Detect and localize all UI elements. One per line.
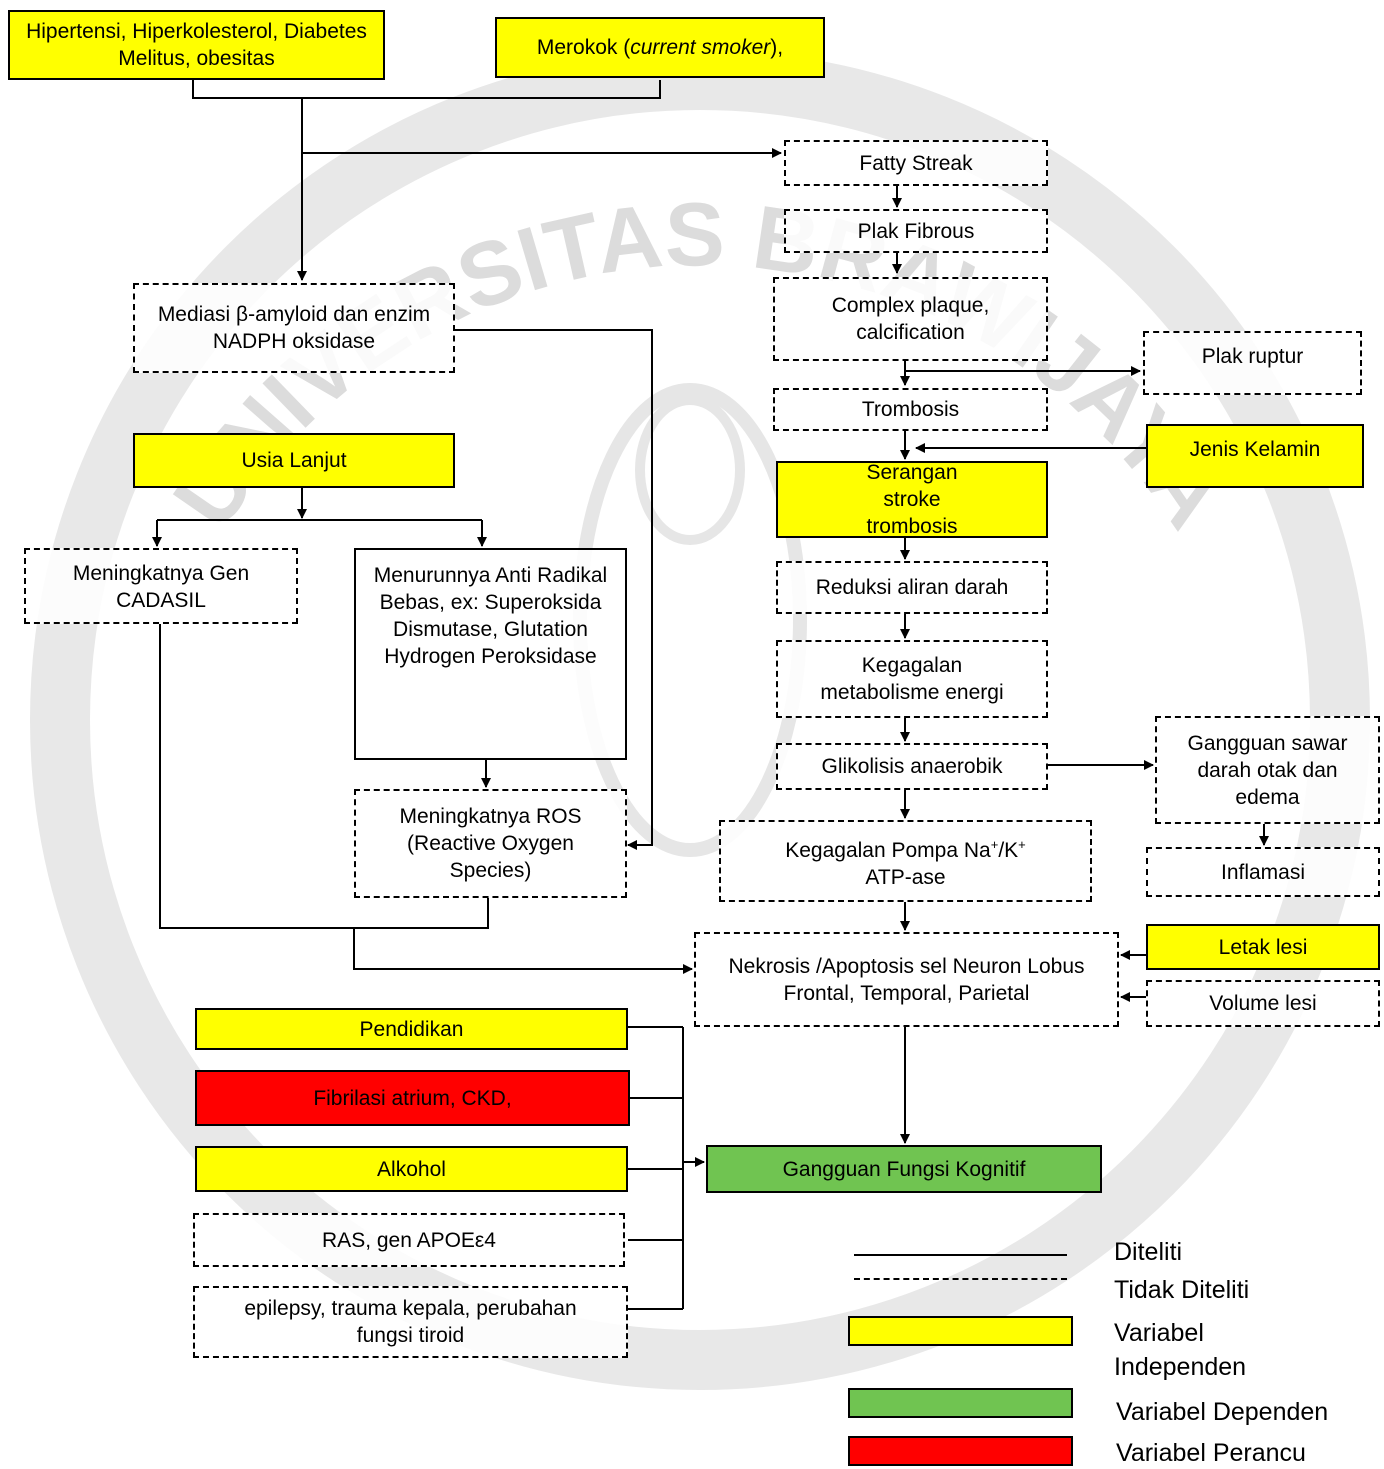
box-serangan-stroke: Serangan stroke trombosis	[776, 461, 1048, 538]
fibrilasi-label: Fibrilasi atrium, CKD,	[313, 1086, 512, 1110]
complex-plaque-label: Complex plaque, calcification	[831, 294, 990, 344]
box-merokok-label: Merokok (current smoker),	[537, 34, 783, 61]
pendidikan-label: Pendidikan	[359, 1017, 464, 1041]
gangguan-kognitif-label: Gangguan Fungsi Kognitif	[782, 1157, 1026, 1181]
box-epilepsy: epilepsy, trauma kepala, perubahan fungs…	[193, 1286, 628, 1358]
ras-apoe-label: RAS, gen APOEε4	[322, 1228, 496, 1252]
box-gangguan-sawar: Gangguan sawar darah otak dan edema	[1155, 716, 1380, 824]
alkohol-label: Alkohol	[377, 1157, 446, 1181]
box-hipertensi-label: Hipertensi, Hiperkolesterol, Diabetes Me…	[26, 20, 367, 70]
box-anti-radikal: Menurunnya Anti Radikal Bebas, ex: Super…	[354, 548, 627, 760]
box-ras-apoe: RAS, gen APOEε4	[193, 1213, 625, 1267]
merokok-text-end: ),	[770, 36, 784, 59]
legend-independen: Variabel Independen	[1114, 1319, 1247, 1381]
usia-lanjut-label: Usia Lanjut	[241, 449, 347, 472]
glikolisis-label: Glikolisis anaerobik	[821, 755, 1003, 778]
anti-radikal-label: Menurunnya Anti Radikal Bebas, ex: Super…	[373, 564, 608, 668]
legend-solid-line	[854, 1254, 1067, 1256]
box-ros: Meningkatnya ROS (Reactive Oxygen Specie…	[354, 789, 627, 898]
box-alkohol: Alkohol	[195, 1146, 628, 1192]
box-reduksi-aliran: Reduksi aliran darah	[776, 561, 1048, 614]
box-trombosis: Trombosis	[773, 388, 1048, 431]
legend-tidak-diteliti: Tidak Diteliti	[1114, 1276, 1250, 1304]
legend-dashed-line	[854, 1278, 1067, 1280]
ros-label: Meningkatnya ROS (Reactive Oxygen Specie…	[399, 805, 582, 882]
merokok-text: Merokok (	[536, 36, 631, 59]
plak-fibrous-label: Plak Fibrous	[857, 219, 975, 243]
box-fibrilasi: Fibrilasi atrium, CKD,	[195, 1070, 630, 1126]
fatty-streak-label: Fatty Streak	[859, 151, 973, 175]
box-gangguan-kognitif: Gangguan Fungsi Kognitif	[706, 1145, 1102, 1193]
legend-dependen: Variabel Dependen	[1116, 1398, 1329, 1426]
mediasi-label: Mediasi β-amyloid dan enzim NADPH oksida…	[157, 303, 431, 353]
box-complex-plaque: Complex plaque, calcification	[773, 277, 1048, 361]
reduksi-aliran-label: Reduksi aliran darah	[815, 576, 1009, 599]
box-glikolisis: Glikolisis anaerobik	[776, 743, 1048, 790]
box-nekrosis: Nekrosis /Apoptosis sel Neuron Lobus Fro…	[694, 932, 1119, 1027]
legend-diteliti: Diteliti	[1114, 1238, 1183, 1266]
box-pompa-na-k: Kegagalan Pompa Na+/K+ ATP-ase	[719, 820, 1092, 902]
gen-cadasil-label: Meningkatnya Gen CADASIL	[72, 562, 250, 612]
box-inflamasi: Inflamasi	[1146, 847, 1380, 897]
box-jenis-kelamin: Jenis Kelamin	[1146, 424, 1364, 488]
pompa-label-line1: Kegagalan Pompa Na+/K+	[785, 837, 1026, 862]
trombosis-label: Trombosis	[861, 398, 960, 421]
legend-red-swatch	[848, 1436, 1073, 1466]
legend-yellow-swatch	[848, 1316, 1073, 1346]
serangan-stroke-label: Serangan stroke trombosis	[866, 461, 958, 538]
box-merokok: Merokok (current smoker),	[495, 17, 825, 78]
box-plak-fibrous: Plak Fibrous	[784, 209, 1048, 253]
box-volume-lesi: Volume lesi	[1146, 980, 1380, 1027]
box-usia-lanjut: Usia Lanjut	[133, 433, 455, 488]
box-mediasi: Mediasi β-amyloid dan enzim NADPH oksida…	[133, 283, 455, 373]
epilepsy-label: epilepsy, trauma kepala, perubahan fungs…	[244, 1297, 577, 1347]
gangguan-sawar-label: Gangguan sawar darah otak dan edema	[1187, 731, 1348, 809]
pompa-label-line2: ATP-ase	[865, 866, 946, 889]
box-kegagalan-metabolisme: Kegagalan metabolisme energi	[776, 640, 1048, 718]
box-letak-lesi: Letak lesi	[1146, 924, 1380, 970]
legend-green-swatch	[848, 1388, 1073, 1418]
merokok-emphasis: current smoker	[630, 36, 771, 59]
jenis-kelamin-label: Jenis Kelamin	[1189, 438, 1321, 461]
box-hipertensi: Hipertensi, Hiperkolesterol, Diabetes Me…	[8, 10, 385, 80]
legend-perancu: Variabel Perancu	[1116, 1439, 1306, 1467]
letak-lesi-label: Letak lesi	[1218, 935, 1308, 959]
inflamasi-label: Inflamasi	[1220, 860, 1306, 884]
box-fatty-streak: Fatty Streak	[784, 140, 1048, 186]
volume-lesi-label: Volume lesi	[1209, 992, 1317, 1015]
plak-ruptur-label: Plak ruptur	[1201, 345, 1304, 368]
box-plak-ruptur: Plak ruptur	[1143, 331, 1362, 395]
kegagalan-metabolisme-label: Kegagalan metabolisme energi	[820, 654, 1004, 704]
box-pendidikan: Pendidikan	[195, 1008, 628, 1050]
box-gen-cadasil: Meningkatnya Gen CADASIL	[24, 548, 298, 624]
nekrosis-label: Nekrosis /Apoptosis sel Neuron Lobus Fro…	[728, 954, 1085, 1005]
